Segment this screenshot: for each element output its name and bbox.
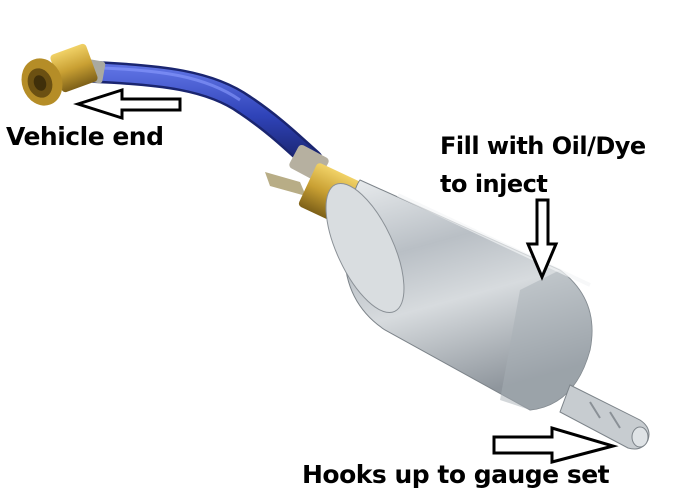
fill-label-line2: to inject	[440, 170, 548, 198]
vehicle-end-label: Vehicle end	[6, 122, 164, 151]
fill-label-line1: Fill with Oil/Dye	[440, 132, 646, 160]
down-arrow-icon	[525, 198, 559, 281]
right-arrow-icon	[492, 425, 619, 464]
aluminum-canister	[325, 179, 650, 450]
brass-coupler	[21, 43, 106, 106]
blue-hose	[84, 61, 323, 171]
left-arrow-icon	[73, 87, 182, 121]
gauge-set-label: Hooks up to gauge set	[302, 460, 610, 489]
